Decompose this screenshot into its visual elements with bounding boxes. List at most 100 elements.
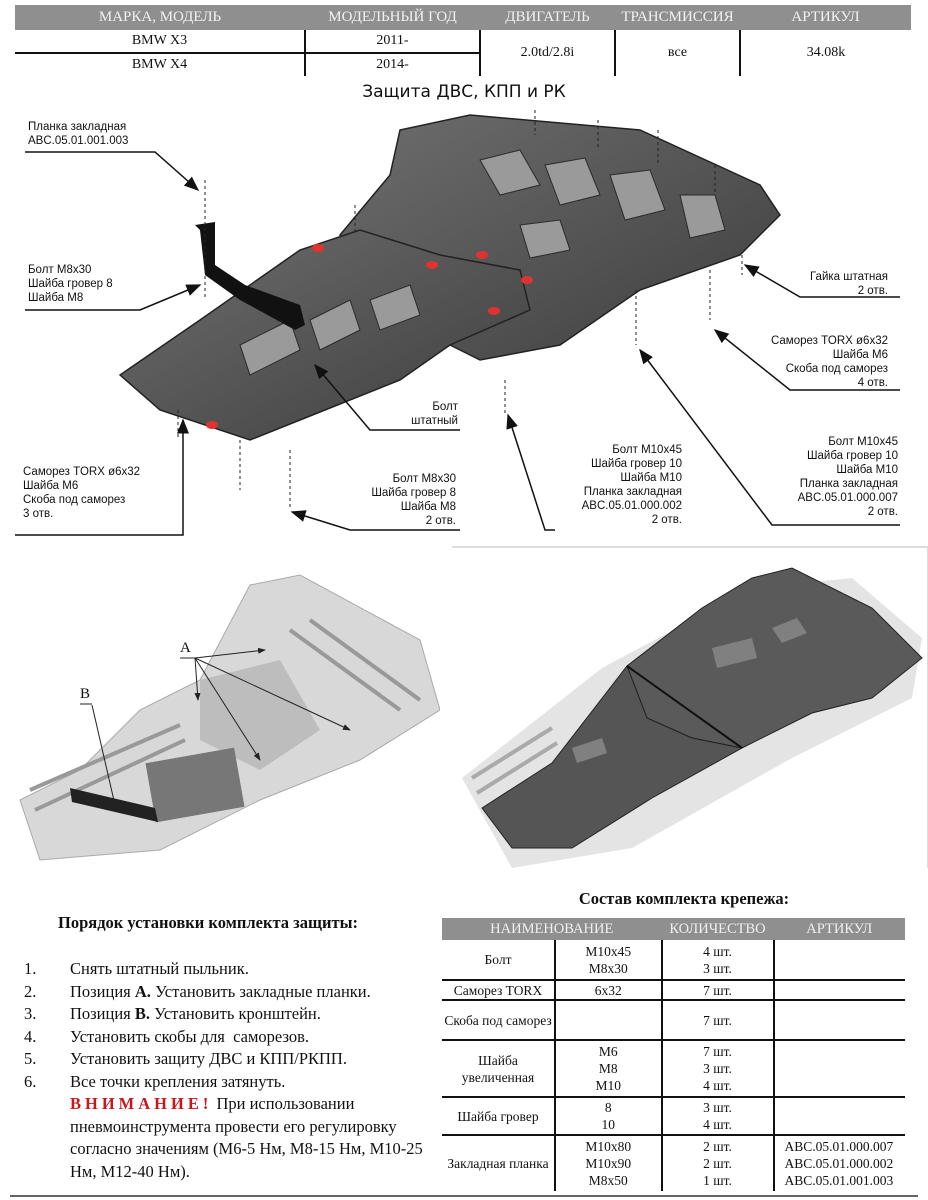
callout-bolt-m8-bottom: Болт М8х30 Шайба гровер 8 Шайба М8 2 отв… — [340, 472, 456, 528]
spec-header-row: МАРКА, МОДЕЛЬ МОДЕЛЬНЫЙ ГОД ДВИГАТЕЛЬ ТР… — [15, 5, 911, 30]
item-size-line: М8х30 — [588, 960, 628, 976]
item-article-line: ABC.05.01.001.003 — [784, 1173, 894, 1188]
item-quantity: 3 шт. 4 шт. — [660, 1096, 774, 1135]
callout-nut-right: Гайка штатная 2 отв. — [810, 270, 888, 298]
item-quantity-line: 7 шт. — [703, 1044, 732, 1059]
header-transmission: ТРАНСМИССИЯ — [615, 5, 740, 30]
warning-text: При использовании пневмоинструмента пров… — [70, 1094, 423, 1181]
item-quantity-line: 7 шт. — [703, 1012, 732, 1028]
item-quantity-line: 2 шт. — [703, 1139, 732, 1154]
callout-line: Планка закладная — [799, 478, 898, 490]
item-size-line: 6х32 — [594, 982, 622, 998]
bottom-divider — [10, 1195, 918, 1197]
skid-plate-drawing — [15, 110, 900, 536]
item-size-line: М8х50 — [588, 1173, 628, 1188]
step-text: Снять штатный пыльник. — [70, 958, 434, 981]
bracket — [195, 222, 305, 330]
item-size-line: М6 — [598, 1044, 618, 1059]
underbody-scan-image — [19, 574, 441, 861]
item-quantity-line: 4 шт. — [703, 1117, 732, 1132]
callout-line: Саморез TORX ø6x32 — [770, 335, 888, 347]
item-article-line: ABC.05.01.000.007 — [784, 1139, 894, 1154]
item-quantity-line: 3 шт. — [703, 1061, 732, 1076]
callout-line: Болт М10х45 — [612, 444, 682, 456]
model-cell: BMW X4 — [131, 57, 188, 72]
callout-line: штатный — [411, 415, 458, 427]
item-article — [772, 999, 905, 1040]
callout-line: ABC.05.01.001.003 — [28, 135, 129, 147]
callout-line: Шайба М10 — [836, 464, 898, 476]
callout-line: Болт М8х30 — [392, 473, 456, 485]
item-quantity-line: 3 шт. — [703, 960, 732, 976]
callout-line: Скоба под саморез — [23, 494, 126, 506]
callout-screw-left: Саморез TORX ø6x32 Шайба М6 Скоба под са… — [23, 465, 140, 521]
callout-line: Саморез TORX ø6x32 — [23, 466, 141, 478]
article-cell: 34.08k — [739, 30, 911, 76]
callout-line: Шайба М6 — [23, 480, 79, 492]
callout-line: Шайба гровер 10 — [806, 450, 898, 462]
year-cell: 2011- — [304, 30, 480, 54]
position-label: А. — [134, 981, 151, 1001]
transmission-cell: все — [614, 30, 740, 76]
item-quantity: 2 шт.2 шт.1 шт. — [660, 1134, 774, 1191]
item-name: Шайба увеличенная — [442, 1039, 555, 1097]
header-article: АРТИКУЛ — [773, 918, 905, 940]
instruction-step: 4. Установить скобы для саморезов. — [24, 1026, 434, 1049]
header-name: НАИМЕНОВАНИЕ — [442, 918, 662, 940]
step-text: Позиция В. Установить кронштейн. — [70, 1003, 434, 1026]
step-text-part: Установить кронштейн. — [150, 1004, 321, 1023]
bracket-b — [70, 788, 158, 822]
underbody-photo-positions: A B — [0, 560, 441, 870]
spec-row: BMW X4 2014- — [15, 53, 911, 76]
exploded-diagram: Планка закладная ABC.05.01.001.003 Болт … — [0, 100, 928, 540]
item-article — [772, 940, 905, 980]
callout-line: 4 отв. — [857, 377, 888, 389]
item-quantity-line: 7 шт. — [703, 982, 732, 998]
callout-plank-top-left: Планка закладная ABC.05.01.001.003 — [28, 120, 128, 148]
callout-line: 2 отв. — [867, 506, 898, 518]
header-year: МОДЕЛЬНЫЙ ГОД — [305, 5, 480, 30]
red-plugs — [206, 244, 533, 429]
kit-header-row: НАИМЕНОВАНИЕ КОЛИЧЕСТВО АРТИКУЛ — [442, 918, 905, 940]
item-size-line: 8 — [604, 1100, 612, 1115]
instructions-title: Порядок установки комплекта защиты: — [58, 913, 358, 932]
item-quantity-line: 4 шт. — [703, 1078, 732, 1093]
spec-row: BMW X3 2011- 2.0td/2.8i все 34.08k — [15, 30, 911, 76]
callout-line: Шайба гровер 8 — [371, 487, 456, 499]
callout-line: 2 отв. — [651, 514, 682, 526]
item-size-line: М10х80 — [585, 1139, 632, 1154]
item-quantity: 4 шт.3 шт. — [660, 940, 774, 980]
item-size — [554, 999, 662, 1040]
step-text-part: Позиция — [70, 981, 135, 1001]
installed-guard-image — [462, 567, 923, 868]
header-article: АРТИКУЛ — [740, 5, 911, 30]
callout-line: Болт М10х45 — [828, 436, 898, 448]
callout-line: Болт М8х30 — [28, 264, 92, 276]
header-model: МАРКА, МОДЕЛЬ — [15, 5, 305, 30]
step-number: 2. — [24, 981, 37, 1001]
step-text: Позиция А. Установить закладные планки. — [70, 981, 434, 1004]
step-text: Установить защиту ДВС и КПП/РКПП. — [70, 1049, 347, 1068]
item-quantity-line: 3 шт. — [703, 1100, 732, 1115]
callout-line: Гайка штатная — [809, 271, 888, 283]
item-article-line: ABC.05.01.000.002 — [784, 1156, 894, 1171]
item-article — [772, 1096, 905, 1135]
item-quantity-line: 4 шт. — [703, 943, 732, 959]
diagram-title: Защита ДВС, КПП и РК — [362, 82, 566, 102]
callout-bolt-standard: Болт штатный — [400, 400, 458, 428]
transmission-guard-installed — [481, 664, 744, 849]
callout-line: Планка закладная — [28, 121, 127, 133]
instruction-step: 1. Снять штатный пыльник. — [24, 958, 434, 981]
callout-line: Планка закладная — [583, 486, 682, 498]
item-quantity: 7 шт. 3 шт. 4 шт. — [660, 1039, 774, 1097]
